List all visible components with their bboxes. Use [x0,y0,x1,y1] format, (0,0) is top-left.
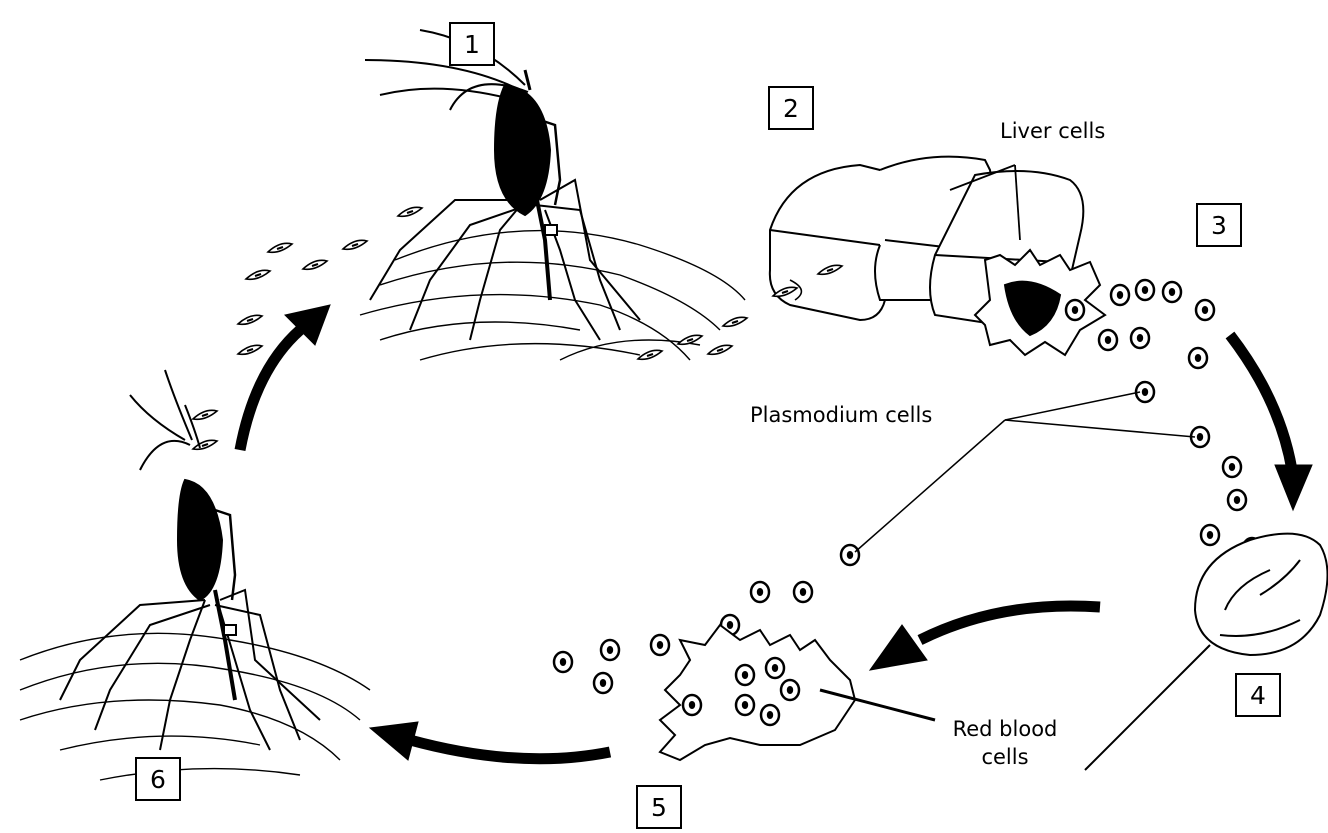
red-blood-cells-label-line2: cells [940,744,1070,770]
arrow-head-left-1 [870,625,927,670]
step-3-box: 3 [1196,203,1242,247]
step-4-box: 4 [1235,673,1281,717]
skin-bottom [20,633,370,780]
arrow-head-down [1275,465,1312,510]
step-6-box: 6 [135,757,181,801]
step-1-box: 1 [449,22,495,66]
arrow-head-left-2 [370,722,418,760]
step-2-box: 2 [768,86,814,130]
liver-cells-illustration [770,157,1105,355]
plasmodium-cells-trail [554,280,1261,693]
red-cell-pointer-right [1085,645,1210,770]
sporozoite-trail [193,207,842,449]
red-blood-cells-label-line1: Red blood [940,716,1070,742]
step-5-box: 5 [636,785,682,829]
plasmodium-cells-label: Plasmodium cells [750,402,932,428]
liver-cells-label: Liver cells [1000,118,1105,144]
mosquito-bottom [20,370,370,780]
red-blood-cell [1195,534,1328,655]
mosquito-top [360,30,745,360]
